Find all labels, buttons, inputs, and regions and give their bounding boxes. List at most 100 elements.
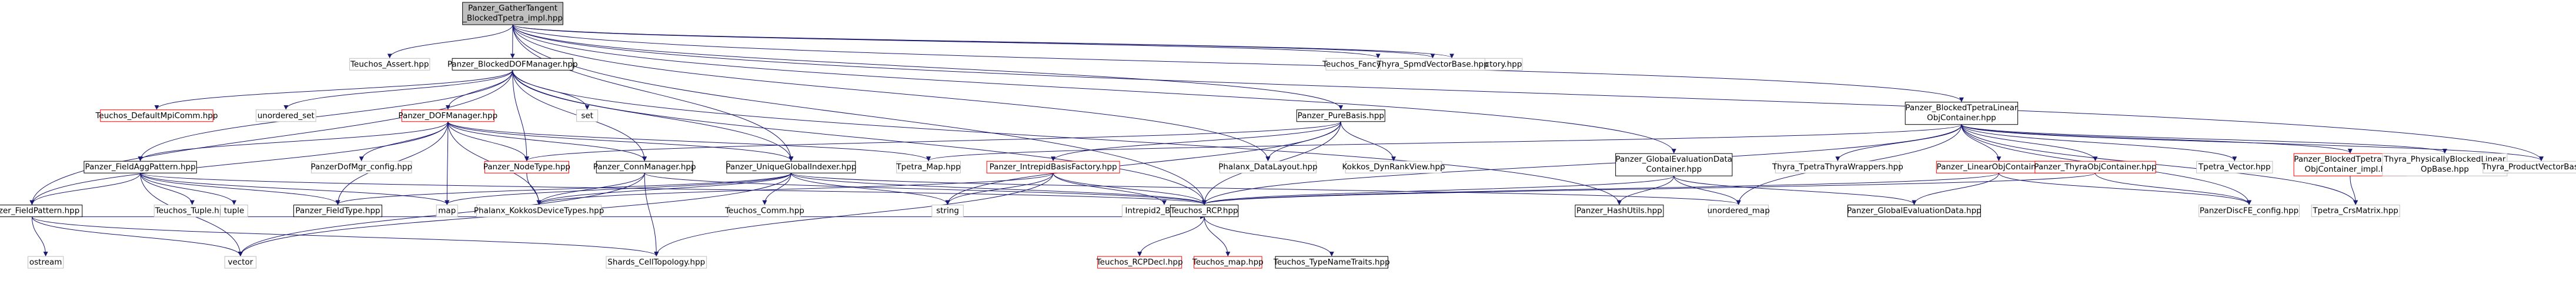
node-teuchos_rcp[interactable]: Teuchos_RCP.hpp <box>1170 205 1239 218</box>
node-label: OpBase.hpp <box>2421 165 2469 174</box>
node-tpetrathyrawrappers[interactable]: Thyra_TpetraThyraWrappers.hpp <box>1772 161 1903 173</box>
edge-root-to-purebasis <box>512 24 1344 110</box>
node-label: map <box>438 206 456 216</box>
node-intrepidbasisfactory[interactable]: Panzer_IntrepidBasisFactory.hpp <box>986 161 1120 173</box>
node-ostream[interactable]: ostream <box>28 256 64 269</box>
node-label: Container.hpp <box>1646 165 1702 174</box>
node-box <box>452 58 573 71</box>
edge-uniqueglobalindexer-to-unordered_map <box>790 172 1741 205</box>
node-box <box>2199 205 2300 218</box>
edge-blockeddofmanager-to-set <box>512 70 590 110</box>
node-kokkos_dynrankview[interactable]: Kokkos_DynRankView.hpp <box>1342 161 1445 173</box>
edge-teuchos_rcp-to-typenametraits <box>1204 216 1334 257</box>
node-label: Teuchos_DefaultMpiComm.hpp <box>95 111 218 121</box>
edge-intrepidbasisfactory-to-string <box>945 173 1054 205</box>
node-label: Tpetra_CrsMatrix.hpp <box>2312 206 2398 216</box>
node-map[interactable]: map <box>436 205 458 218</box>
node-box <box>896 161 961 173</box>
edge-blockeddofmanager-to-unordered_set <box>283 70 513 110</box>
edge-blockedtpetralinearobjcontainer-to-physicallyblockedlinearopbase <box>1961 124 2447 154</box>
node-label: Thyra_PhysicallyBlockedLinear <box>2383 155 2505 164</box>
node-productvectorbase[interactable]: Thyra_ProductVectorBase.hpp <box>2481 161 2576 173</box>
node-globalevaluationdata[interactable]: Panzer_GlobalEvaluationData.hpp <box>1847 205 1982 218</box>
edge-teuchos_rcp-to-teuchos_rcpdecl <box>1137 216 1205 257</box>
node-teuchos_map[interactable]: Teuchos_map.hpp <box>1192 256 1264 269</box>
node-fieldpattern[interactable]: Panzer_FieldPattern.hpp <box>0 205 83 218</box>
edge-dofmanager-to-tpetra_map <box>447 121 931 162</box>
node-set[interactable]: set <box>576 109 599 122</box>
node-teuchos_rcpdecl[interactable]: Teuchos_RCPDecl.hpp <box>1096 256 1183 269</box>
node-teuchos_comm[interactable]: Teuchos_Comm.hpp <box>724 205 804 218</box>
node-label: Teuchos_TypeNameTraits.hpp <box>1273 258 1390 267</box>
edge-fieldaggpattern-to-tuple <box>140 173 237 205</box>
node-shards_celltopology[interactable]: Shards_CellTopology.hpp <box>606 256 707 269</box>
node-defaultmpicomm[interactable]: Teuchos_DefaultMpiComm.hpp <box>95 109 218 122</box>
node-connmanager[interactable]: Panzer_ConnManager.hpp <box>593 161 696 173</box>
node-panzerdiscfe_config[interactable]: PanzerDiscFE_config.hpp <box>2199 205 2300 218</box>
node-label: tuple <box>224 206 244 216</box>
edge-dofmanager-to-fieldaggpattern <box>138 121 449 162</box>
node-purebasis[interactable]: Panzer_PureBasis.hpp <box>1296 109 1385 122</box>
edge-thyraobjcontainer-to-teuchos_rcp <box>1202 172 2096 205</box>
node-box <box>28 256 64 269</box>
node-box <box>436 205 458 218</box>
node-nodetype[interactable]: Panzer_NodeType.hpp <box>483 161 570 173</box>
node-vector[interactable]: vector <box>224 256 257 269</box>
node-blockeddofmanager[interactable]: Panzer_BlockedDOFManager.hpp <box>447 58 578 71</box>
node-tpetra_map[interactable]: Tpetra_Map.hpp <box>896 161 961 173</box>
node-box <box>2311 205 2400 218</box>
edge-fieldpattern-to-ostream <box>31 216 48 257</box>
node-box <box>1296 109 1385 122</box>
node-label: Panzer_NodeType.hpp <box>483 162 570 172</box>
node-fieldaggpattern[interactable]: Panzer_FieldAggPattern.hpp <box>83 161 197 173</box>
node-uniqueglobalindexer[interactable]: Panzer_UniqueGlobalIndexer.hpp <box>726 161 856 173</box>
edge-linearobjcontainer-to-globalevaluationdata <box>1912 173 1999 205</box>
node-label: Teuchos_Comm.hpp <box>724 206 804 216</box>
edge-blockeddofmanager-to-defaultmpicomm <box>154 70 513 110</box>
edge-root-to-blockedtpetralinearobjcontainer <box>512 24 1964 102</box>
node-teuchos_assert[interactable]: Teuchos_Assert.hpp <box>349 58 430 71</box>
node-unordered_set[interactable]: unordered_set <box>255 109 316 122</box>
node-kokkosdevicetypes[interactable]: Phalanx_KokkosDeviceTypes.hpp <box>474 205 604 218</box>
node-box <box>1615 153 1733 176</box>
node-phalanx_datalayout[interactable]: Phalanx_DataLayout.hpp <box>1218 161 1318 173</box>
node-tpetra_vector[interactable]: Tpetra_Vector.hpp <box>2196 161 2273 173</box>
node-box <box>1275 256 1388 269</box>
node-box <box>1847 205 1981 218</box>
edge-blockedtpetralinearobjcontainer-to-tpetra_vector <box>1961 124 2237 162</box>
node-typenametraits[interactable]: Teuchos_TypeNameTraits.hpp <box>1273 256 1390 269</box>
node-hashutils[interactable]: Panzer_HashUtils.hpp <box>1575 205 1664 218</box>
node-dofmgr_config[interactable]: PanzerDofMgr_config.hpp <box>311 161 413 173</box>
node-root[interactable]: Panzer_GatherTangent_BlockedTpetra_impl.… <box>462 2 563 25</box>
node-tuple[interactable]: tuple <box>220 205 248 218</box>
node-thyraobjcontainer[interactable]: Panzer_ThyraObjContainer.hpp <box>2034 161 2157 173</box>
edge-blockedtpetralinearobjcontainer-to-tpetrathyrawrappers <box>1835 124 1962 162</box>
node-spmdvectorbase[interactable]: Thyra_SpmdVectorBase.hpp <box>1376 58 1489 71</box>
node-string[interactable]: string <box>931 205 964 218</box>
node-tpetra_crsmatrix[interactable]: Tpetra_CrsMatrix.hpp <box>2311 205 2400 218</box>
node-blockedtpetralinearobjcontainer[interactable]: Panzer_BlockedTpetraLinearObjContainer.h… <box>1905 102 2019 125</box>
node-teuchos_tuple[interactable]: Teuchos_Tuple.hpp <box>153 205 231 218</box>
node-box <box>349 58 430 71</box>
node-label: Panzer_GatherTangent <box>468 4 557 13</box>
edge-uniqueglobalindexer-to-string <box>790 173 950 205</box>
node-box <box>1708 205 1769 218</box>
node-dofmanager[interactable]: Panzer_DOFManager.hpp <box>398 109 497 122</box>
edge-globalevaluationdatacontainer-to-globalevaluationdata <box>1673 175 1917 205</box>
node-box <box>1380 58 1485 71</box>
edge-blockedtpetralinearobjcontainer-to-tpetra_crsmatrix <box>1961 124 2358 205</box>
node-box <box>1219 161 1317 173</box>
node-unordered_map[interactable]: unordered_map <box>1707 205 1770 218</box>
edge-blockedtpetralinearobjcontainer-to-blockedtpetra_impl <box>1961 124 2353 154</box>
node-label: Panzer_FieldPattern.hpp <box>0 206 79 216</box>
node-label: Phalanx_KokkosDeviceTypes.hpp <box>474 206 604 216</box>
edge-blockedtpetralinearobjcontainer-to-thyraobjcontainer <box>1961 124 2098 162</box>
node-label: Panzer_PureBasis.hpp <box>1298 111 1384 121</box>
node-fieldtype[interactable]: Panzer_FieldType.hpp <box>293 205 383 218</box>
edge-linearobjcontainer-to-teuchos_rcp <box>1202 172 1999 205</box>
edge-fieldaggpattern-to-fieldpattern <box>29 173 141 205</box>
node-linearobjcontainer[interactable]: Panzer_LinearObjContainer.hpp <box>1936 161 2062 173</box>
node-label: Teuchos_RCPDecl.hpp <box>1096 258 1183 267</box>
node-label: Panzer_GlobalEvaluationData.hpp <box>1847 206 1982 216</box>
